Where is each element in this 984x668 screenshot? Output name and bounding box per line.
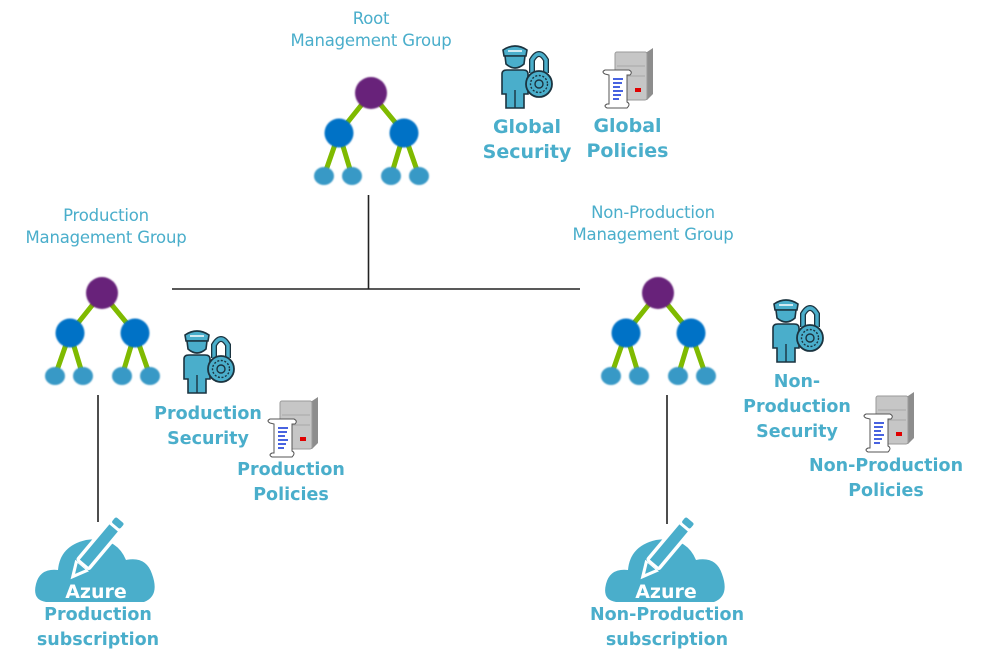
non-production-cloud-label: Azure	[635, 581, 697, 603]
non-production-security-label-line3: Security	[756, 422, 838, 443]
global-security-icon	[502, 46, 552, 108]
non-production-subscription-label: Non-Production subscription	[577, 603, 757, 652]
root-group-label-line1: Root	[352, 9, 390, 28]
non-production-policies-label-line1: Non-Production	[808, 456, 964, 476]
production-security-label: Production Security	[148, 402, 268, 451]
non-production-policies-label: Non-Production Policies	[796, 454, 976, 503]
production-policies-label-line2: Policies	[253, 484, 329, 505]
production-group-label: Production Management Group	[6, 205, 206, 250]
production-cloud-label: Azure	[65, 581, 127, 603]
production-security-label-line2: Security	[167, 428, 249, 449]
non-production-security-label-line2: Production	[743, 397, 851, 418]
production-subscription-label: Production subscription	[18, 603, 178, 652]
root-group-label: Root Management Group	[271, 8, 471, 53]
production-group-label-line2: Management Group	[25, 228, 187, 248]
non-production-security-label: Non- Production Security	[737, 370, 857, 445]
production-security-icon	[184, 331, 234, 393]
global-policies-label-line1: Global	[593, 115, 662, 137]
connector-lines	[97, 195, 668, 524]
production-subscription-label-line1: Production	[44, 605, 152, 625]
non-production-security-label-line1: Non-	[773, 372, 821, 392]
global-policies-icon	[602, 47, 654, 109]
non-production-group-label-line2: Management Group	[572, 225, 734, 245]
global-security-label-line1: Global	[492, 116, 562, 138]
non-production-hierarchy-icon	[601, 277, 716, 385]
production-hierarchy-icon	[45, 277, 160, 385]
non-production-subscription-label-line2: subscription	[605, 629, 729, 650]
production-subscription-label-line2: subscription	[36, 629, 160, 650]
non-production-security-icon	[773, 300, 823, 362]
non-production-group-label-line1: Non-Production	[591, 203, 715, 222]
production-security-label-line1: Production	[154, 404, 262, 424]
global-policies-label: Global Policies	[580, 114, 675, 163]
non-production-policies-label-line2: Policies	[848, 480, 924, 501]
production-group-label-line1: Production	[63, 206, 149, 225]
production-policies-label-line1: Production	[237, 460, 345, 480]
non-production-subscription-label-line1: Non-Production	[589, 605, 745, 625]
production-policies-icon	[267, 396, 319, 458]
root-group-label-line2: Management Group	[290, 31, 452, 51]
global-security-label: Global Security	[477, 115, 577, 164]
global-security-label-line2: Security	[482, 140, 572, 163]
root-hierarchy-icon	[314, 77, 429, 185]
global-policies-label-line2: Policies	[586, 139, 669, 162]
non-production-policies-icon	[863, 391, 915, 453]
production-policies-label: Production Policies	[231, 458, 351, 507]
non-production-group-label: Non-Production Management Group	[553, 202, 753, 247]
